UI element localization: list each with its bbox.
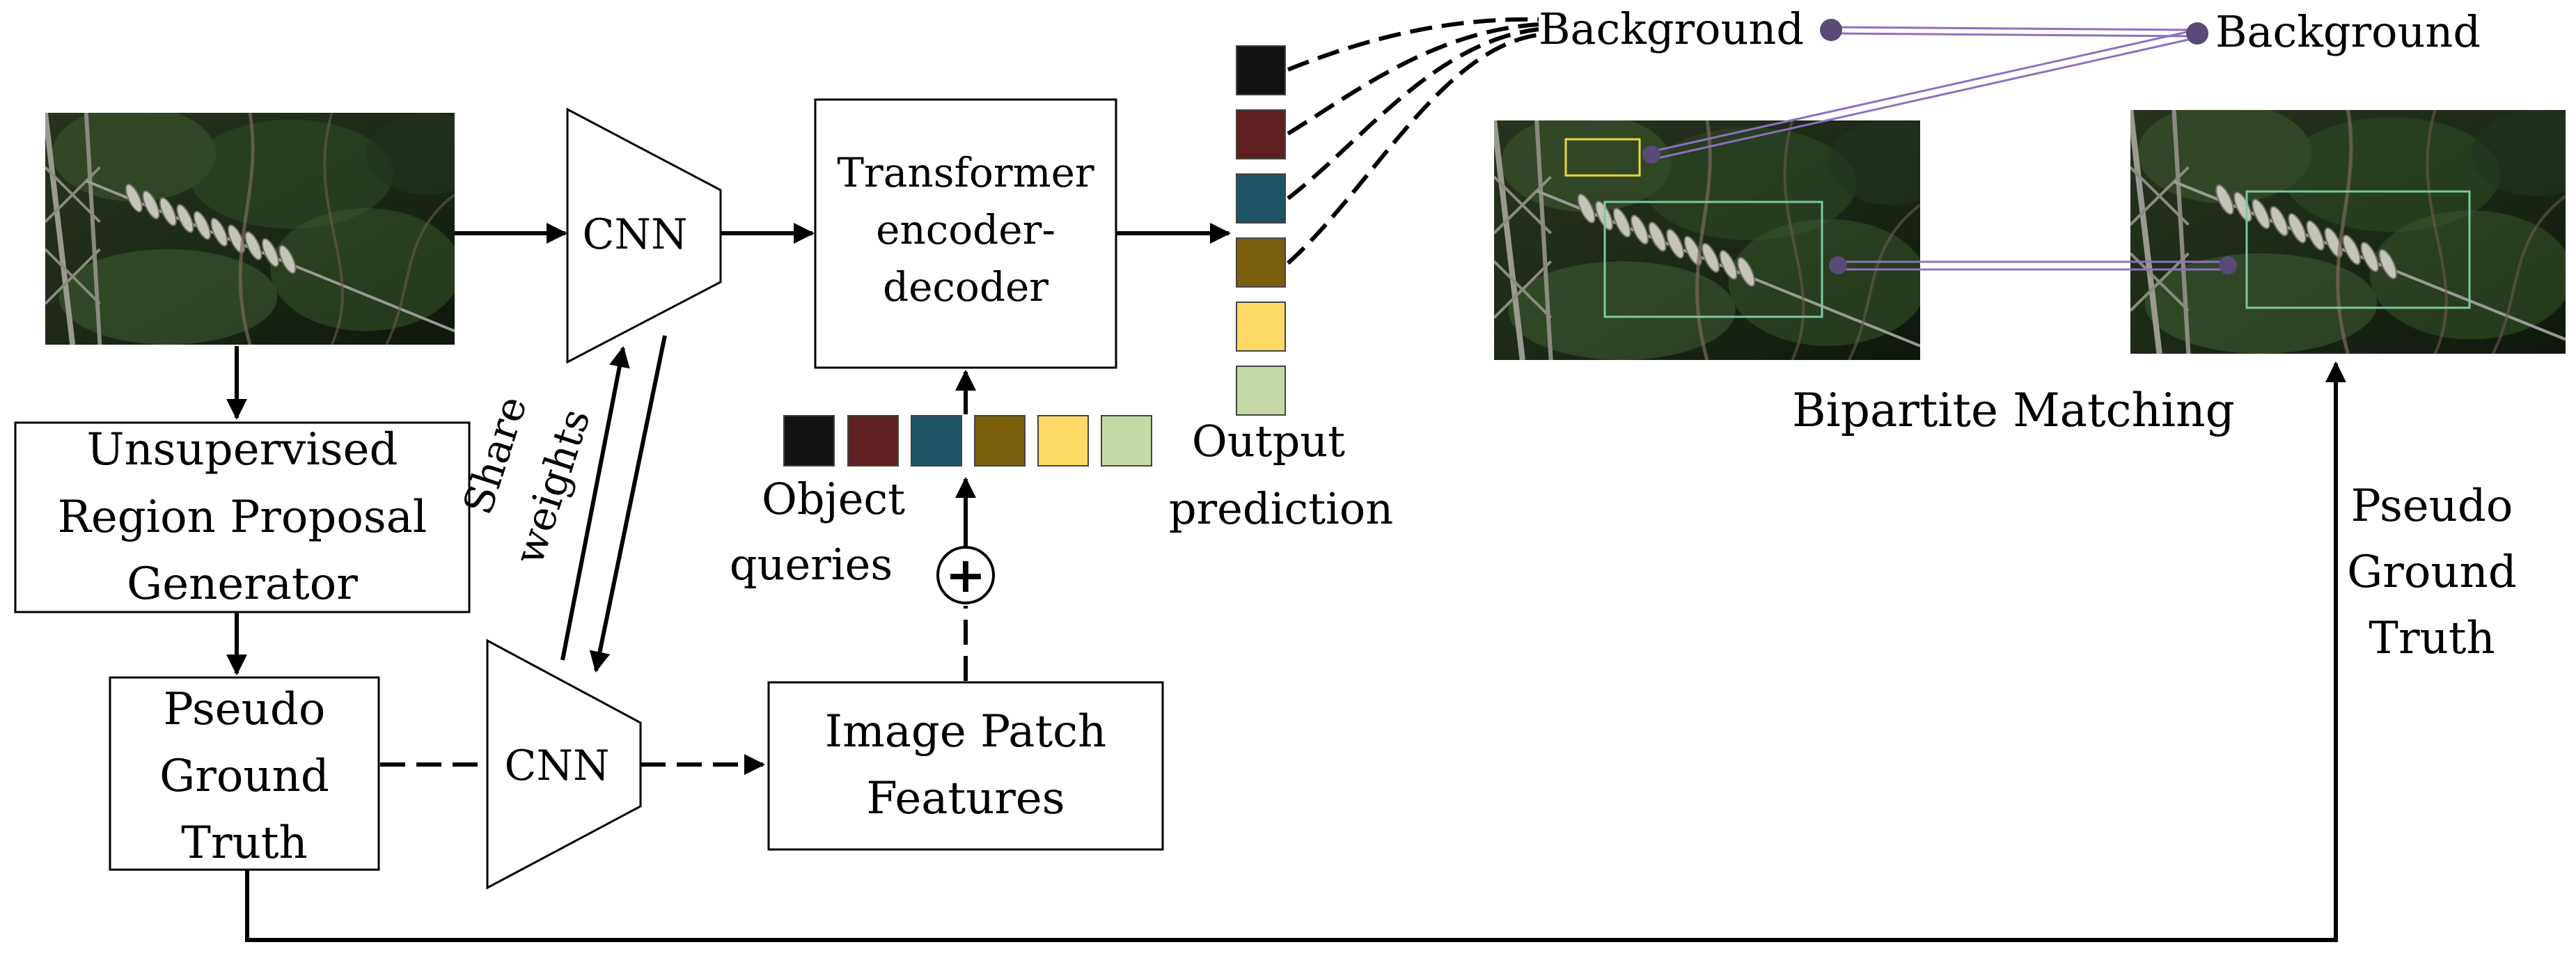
match-dot	[2186, 22, 2208, 45]
output-slot	[1236, 237, 1286, 288]
arrow-share-up	[560, 346, 630, 661]
transformer-label-line2: encoder-	[876, 206, 1055, 253]
arrow-share-down	[589, 335, 667, 673]
queries-label-line1: Object	[762, 473, 905, 524]
match-dot	[1820, 19, 1842, 41]
matching-dots	[1642, 19, 2237, 274]
urpg-box	[14, 421, 471, 613]
pgt-left-line2: Ground	[159, 751, 329, 802]
query-slot	[911, 415, 962, 467]
urpg-label-line3: Generator	[127, 558, 358, 610]
output-label-line1: Output	[1192, 416, 1345, 467]
cnn-top-label: CNN	[583, 210, 688, 259]
plus-symbol: +	[945, 546, 987, 604]
cnn-bottom-label: CNN	[505, 742, 610, 790]
background-left-label: Background	[1539, 3, 1804, 54]
output-slot	[1236, 45, 1286, 95]
output-slot	[1236, 366, 1286, 416]
query-slot	[974, 415, 1026, 467]
match-dot	[1642, 146, 1660, 164]
bipartite-label: Bipartite Matching	[1792, 384, 2235, 437]
proposal-box-yellow	[1564, 138, 1641, 177]
pgt-right-line2: Ground	[2347, 547, 2517, 598]
match-dot	[2219, 256, 2237, 274]
query-slot	[1037, 415, 1089, 467]
prediction-image	[1494, 113, 1956, 360]
match-dot	[1829, 256, 1847, 274]
arrow-pgt-to-matching	[245, 361, 2346, 942]
transformer-label-line1: Transformer	[837, 149, 1094, 196]
pgt-right-line1: Pseudo	[2351, 480, 2513, 532]
slot-to-background-curves	[1286, 17, 1539, 265]
query-slot	[847, 415, 899, 467]
cnn-bottom	[486, 638, 642, 890]
background-right-label: Background	[2215, 6, 2481, 57]
input-image	[45, 106, 489, 345]
pgt-box-green	[2245, 190, 2471, 309]
matching-lines	[1653, 26, 2225, 271]
plus-circle-icon	[936, 546, 995, 604]
output-slot	[1236, 109, 1286, 159]
pgt-image	[2130, 103, 2576, 354]
urpg-label-line1: Unsupervised	[87, 424, 398, 476]
pgt-right-line3: Truth	[2369, 613, 2495, 664]
proposal-box-green	[1603, 201, 1823, 318]
output-slot	[1236, 301, 1286, 352]
pgt-left-box	[109, 676, 380, 871]
query-slot	[783, 415, 835, 467]
queries-label-line2: queries	[730, 539, 893, 590]
patch-features-box	[767, 681, 1164, 851]
output-slot	[1236, 173, 1286, 224]
pgt-left-line1: Pseudo	[164, 684, 326, 735]
output-label-line2: prediction	[1169, 483, 1393, 534]
pgt-left-line3: Truth	[181, 817, 307, 869]
urpg-label-line2: Region Proposal	[58, 492, 427, 543]
patch-label-line2: Features	[866, 773, 1065, 824]
cnn-top	[566, 107, 722, 364]
transformer-label-line3: decoder	[883, 263, 1049, 311]
transformer-box	[814, 98, 1117, 369]
patch-label-line1: Image Patch	[825, 706, 1106, 758]
query-slots	[783, 415, 1152, 467]
query-slot	[1101, 415, 1152, 467]
output-slots	[1236, 45, 1286, 416]
